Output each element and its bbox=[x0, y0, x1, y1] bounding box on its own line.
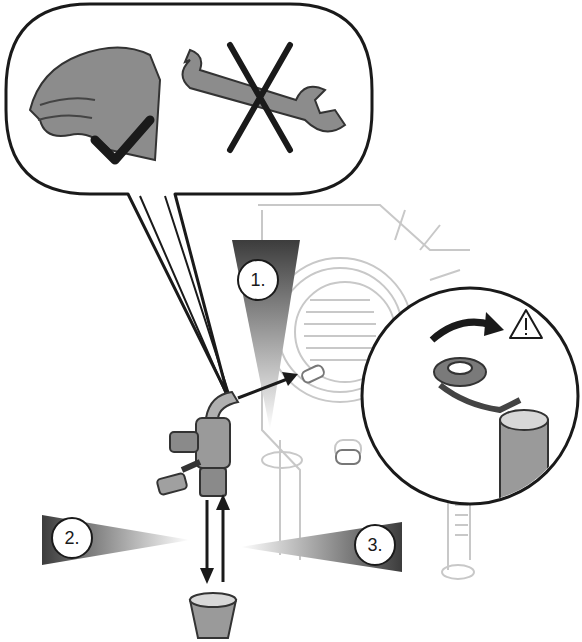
callout-number: 1. bbox=[238, 268, 278, 292]
collecting-cup bbox=[190, 593, 236, 638]
movement-arrow bbox=[200, 494, 230, 584]
movement-arrow bbox=[238, 372, 298, 398]
callout-circle bbox=[238, 260, 278, 300]
callout-circle bbox=[52, 518, 92, 558]
step-pointer bbox=[240, 522, 402, 572]
callout-number: 2. bbox=[52, 526, 92, 550]
pipe-stub bbox=[336, 450, 360, 464]
callout-circle bbox=[355, 525, 395, 565]
drain-valve bbox=[156, 392, 238, 496]
step-pointer bbox=[232, 240, 300, 430]
callout-number: 3. bbox=[355, 533, 395, 557]
drain-nipple bbox=[300, 364, 325, 384]
detail-circle bbox=[362, 288, 578, 520]
step-pointer bbox=[42, 515, 190, 565]
detail-bubble bbox=[6, 4, 372, 396]
